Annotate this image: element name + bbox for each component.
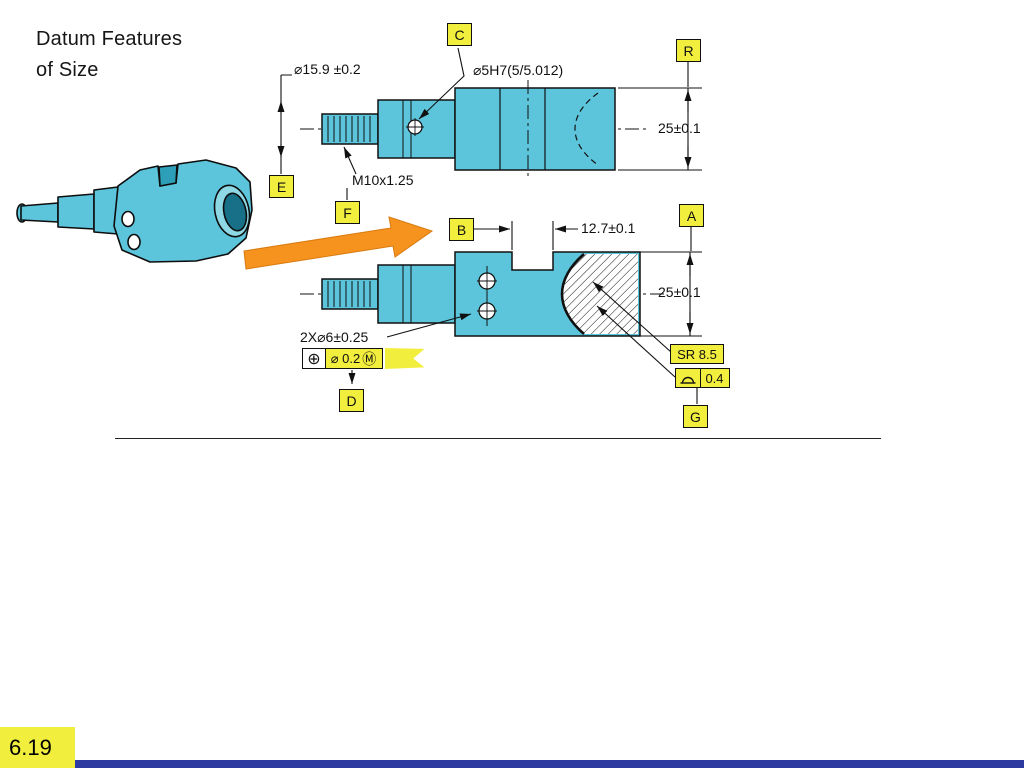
- mmc-modifier-icon: Ⓜ: [362, 350, 377, 367]
- dim-slot-label: 12.7±0.1: [581, 220, 636, 236]
- datum-label-d: D: [339, 389, 364, 412]
- slide-title: Datum Features of Size: [36, 24, 182, 86]
- sphere-radius-box: SR 8.5: [670, 344, 724, 364]
- datum-label-b: B: [449, 218, 474, 241]
- dim-shaft-diameter-label: ⌀15.9 ±0.2: [294, 61, 361, 77]
- page-number-badge: 6.19: [0, 727, 75, 768]
- fcf-tolerance-cell: ⌀ 0.2 Ⓜ: [324, 348, 383, 369]
- profile-tolerance-value: 0.4: [699, 368, 730, 388]
- top-view-drawing: [277, 47, 702, 200]
- slide-title-line2: of Size: [36, 59, 99, 81]
- datum-label-f: F: [335, 201, 360, 224]
- dim-height-top-label: 25±0.1: [658, 120, 701, 136]
- technical-drawing-svg: [16, 47, 702, 404]
- fcf-tolerance-value: ⌀ 0.2: [330, 350, 361, 366]
- datum-label-c: C: [447, 23, 472, 46]
- datum-label-e: E: [269, 175, 294, 198]
- bottom-view-drawing: [300, 221, 702, 404]
- position-symbol-icon: ⊕: [302, 348, 326, 369]
- orange-arrow: [243, 216, 434, 270]
- dim-hole-label: ⌀5H7(5/5.012): [473, 62, 564, 78]
- part-3d-illustration: [16, 159, 253, 263]
- dim-thread-label: M10x1.25: [352, 172, 414, 188]
- datum-label-r: R: [676, 39, 701, 62]
- slide-title-line1: Datum Features: [36, 28, 183, 50]
- profile-of-surface-icon: [675, 368, 701, 388]
- separator-line: [115, 438, 881, 439]
- dim-height-bottom-label: 25±0.1: [658, 284, 701, 300]
- fcf-highlight-flag: [384, 348, 425, 369]
- datum-label-a: A: [679, 204, 704, 227]
- footer-accent-bar: [60, 760, 1024, 768]
- dim-holes-label: 2X⌀6±0.25: [300, 329, 369, 345]
- feature-control-frame: ⊕ ⌀ 0.2 Ⓜ: [302, 348, 425, 369]
- profile-tolerance-frame: 0.4: [675, 368, 730, 388]
- datum-label-g: G: [683, 405, 708, 428]
